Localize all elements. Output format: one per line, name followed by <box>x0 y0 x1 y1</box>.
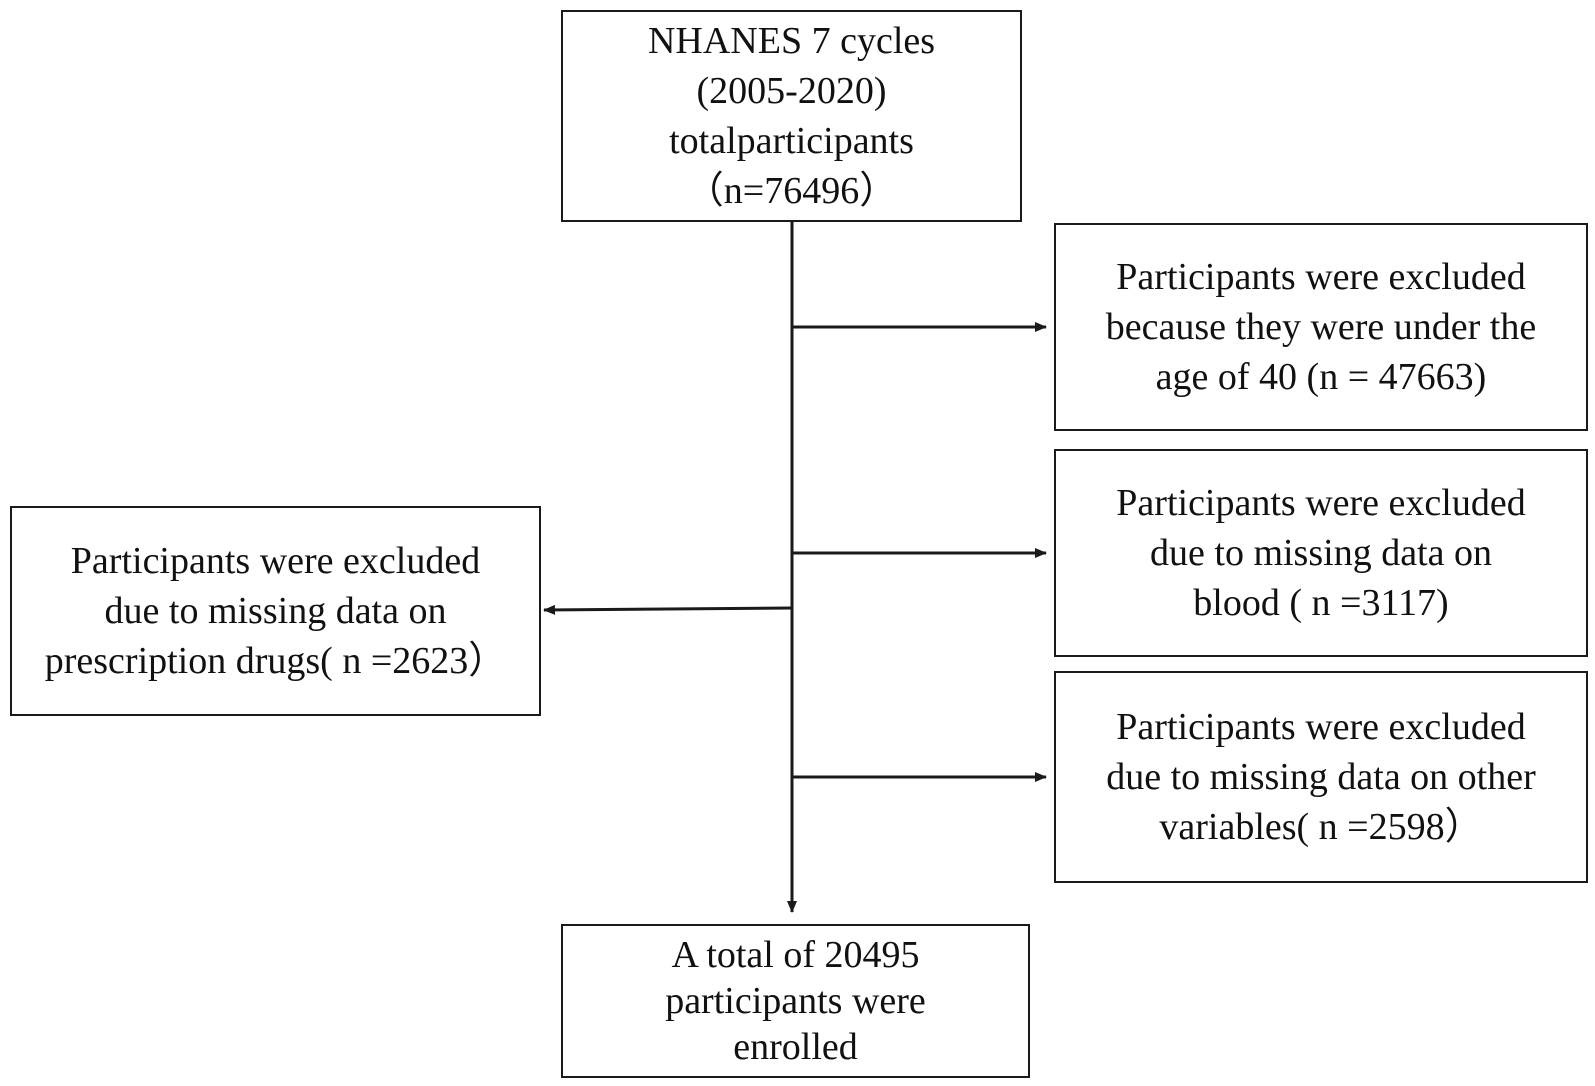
arrow-to-exclude-drugs <box>543 604 793 615</box>
source-line-2: (2005-2020) <box>696 70 887 112</box>
exclude-age-line-1: Participants were excluded <box>1116 256 1526 298</box>
exclude-age-box: Participants were excluded because they … <box>1054 223 1588 431</box>
exclude-other-line-1: Participants were excluded <box>1116 706 1526 748</box>
final-line-1: A total of 20495 <box>671 934 920 976</box>
exclude-drugs-line-1: Participants were excluded <box>70 540 481 582</box>
source-line-1: NHANES 7 cycles <box>647 20 936 62</box>
exclude-blood-box: Participants were excluded due to missin… <box>1054 449 1588 657</box>
exclude-drugs-line-3: prescription drugs( n =2623） <box>44 640 507 682</box>
exclude-blood-line-1: Participants were excluded <box>1116 482 1526 524</box>
exclude-age-line-2: because they were under the <box>1105 306 1537 348</box>
final-line-3: enrolled <box>733 1026 858 1068</box>
exclude-drugs-line-2: due to missing data on <box>104 590 447 632</box>
final-box: A total of 20495 participants were enrol… <box>561 924 1030 1078</box>
exclude-blood-line-3: blood ( n =3117) <box>1193 582 1449 624</box>
exclude-age-line-3: age of 40 (n = 47663) <box>1155 356 1487 398</box>
exclude-other-line-2: due to missing data on other <box>1106 756 1536 798</box>
exclude-blood-line-2: due to missing data on <box>1150 532 1492 574</box>
source-line-3: totalparticipants <box>669 120 914 162</box>
exclude-drugs-box: Participants were excluded due to missin… <box>10 506 541 716</box>
exclude-other-line-3: variables( n =2598） <box>1159 806 1483 848</box>
source-line-4: （n=76496） <box>685 170 898 212</box>
exclude-other-box: Participants were excluded due to missin… <box>1054 671 1588 883</box>
source-box: NHANES 7 cycles (2005-2020) totalpartici… <box>561 10 1022 222</box>
final-line-2: participants were <box>665 980 926 1022</box>
